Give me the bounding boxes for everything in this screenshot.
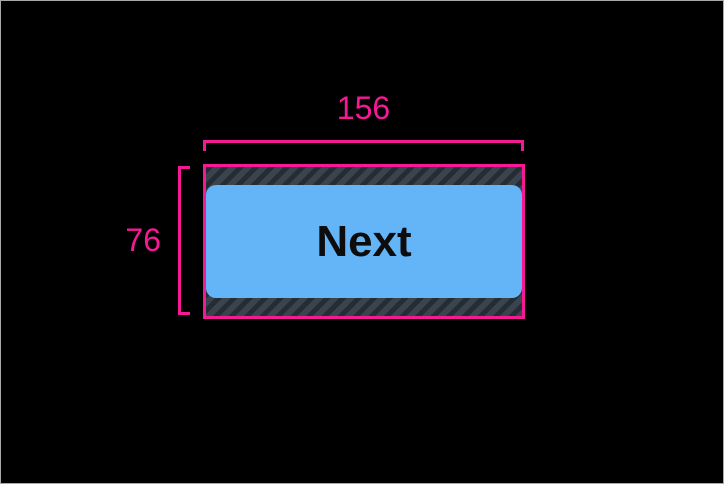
next-button[interactable]: Next: [206, 185, 522, 298]
width-dimension-label: 156: [336, 90, 391, 126]
touch-target-bounds: Next: [203, 164, 525, 319]
height-measure-bracket: [178, 166, 190, 315]
height-dimension-label: 76: [125, 222, 161, 258]
width-measure-bracket: [203, 140, 524, 151]
